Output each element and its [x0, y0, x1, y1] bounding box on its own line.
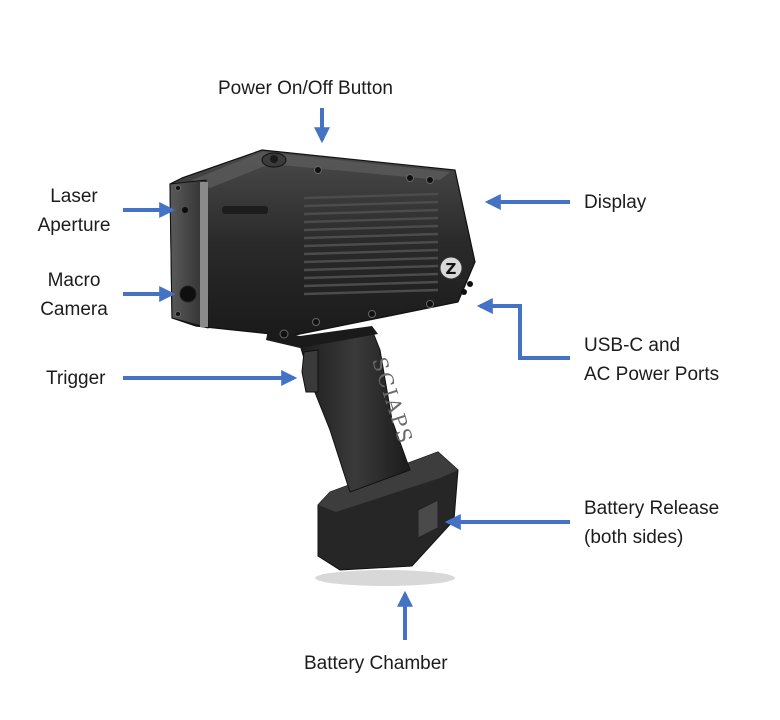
power-button	[262, 153, 286, 167]
side-slot	[222, 206, 268, 214]
label-battery-chamber: Battery Chamber	[304, 649, 448, 678]
device-shadow	[315, 570, 455, 586]
label-macro-camera-line2: Camera	[18, 295, 130, 324]
brand-logo-letter: Z	[446, 260, 457, 278]
handheld-analyzer: SCIAPS	[170, 150, 475, 586]
macro-camera	[180, 286, 196, 302]
laser-aperture	[182, 207, 188, 213]
label-power-button: Power On/Off Button	[218, 74, 393, 103]
label-laser-aperture-line1: Laser	[18, 182, 130, 211]
label-macro-camera-line1: Macro	[18, 266, 130, 295]
label-battery-release: Battery Release (both sides)	[584, 494, 719, 552]
front-bezel	[200, 182, 208, 327]
label-trigger: Trigger	[46, 364, 105, 393]
label-usb-ac-ports: USB-C and AC Power Ports	[584, 331, 719, 389]
label-laser-aperture: Laser Aperture	[18, 182, 130, 240]
usb-arrow	[480, 306, 570, 358]
label-usb-ac-ports-line2: AC Power Ports	[584, 360, 719, 389]
label-laser-aperture-line2: Aperture	[18, 211, 130, 240]
label-usb-ac-ports-line1: USB-C and	[584, 331, 719, 360]
trigger	[302, 350, 318, 392]
label-battery-release-line1: Battery Release	[584, 494, 719, 523]
label-battery-release-line2: (both sides)	[584, 523, 719, 552]
label-display: Display	[584, 188, 646, 217]
brand-logo: Z	[440, 257, 462, 279]
grip-mount-screw	[280, 330, 288, 338]
label-macro-camera: Macro Camera	[18, 266, 130, 324]
